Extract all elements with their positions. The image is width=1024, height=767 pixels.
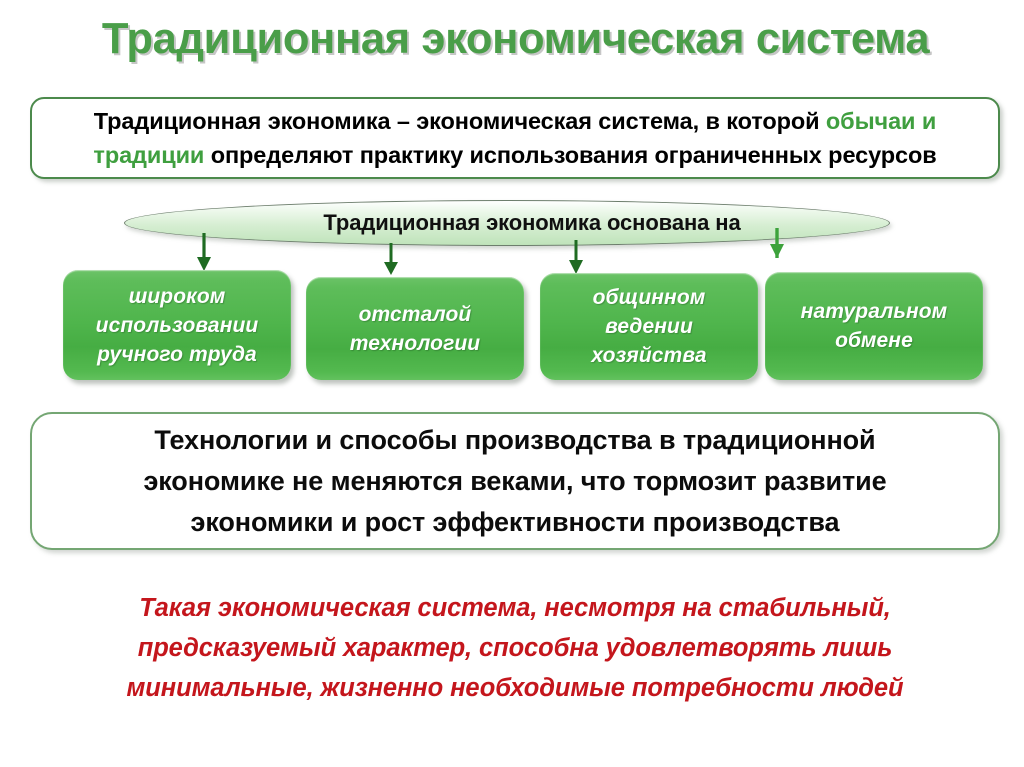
- feature-box-3-label: общинном ведении хозяйства: [591, 286, 707, 367]
- arrow-down-icon-2: [380, 243, 402, 277]
- arrow-down-icon-1: [193, 233, 215, 273]
- page-title: Традиционная экономическая система: [101, 14, 930, 63]
- definition-text-part1: Традиционная экономика – экономическая с…: [93, 108, 826, 134]
- feature-box-4[interactable]: натуральном обмене: [765, 272, 983, 380]
- conclusion-text: Технологии и способы производства в трад…: [143, 424, 887, 537]
- closing-statement: Такая экономическая система, несмотря на…: [126, 594, 904, 702]
- definition-box: Традиционная экономика – экономическая с…: [30, 97, 1000, 179]
- feature-box-1[interactable]: широком использовании ручного труда: [63, 270, 291, 380]
- definition-text-part2: определяют практику использования ограни…: [204, 142, 937, 168]
- ellipse-shape: [124, 200, 890, 246]
- definition-text: Традиционная экономика – экономическая с…: [32, 104, 998, 172]
- definition-highlight: обычаи и традиции: [93, 108, 937, 168]
- feature-box-2-label: отсталой технологии: [349, 302, 481, 355]
- feature-box-3[interactable]: общинном ведении хозяйства: [540, 273, 758, 380]
- feature-box-1-label: широком использовании ручного труда: [95, 284, 259, 366]
- feature-box-4-label: натуральном обмене: [800, 300, 948, 352]
- conclusion-box: Технологии и способы производства в трад…: [30, 412, 1000, 550]
- feature-box-2[interactable]: отсталой технологии: [306, 277, 524, 380]
